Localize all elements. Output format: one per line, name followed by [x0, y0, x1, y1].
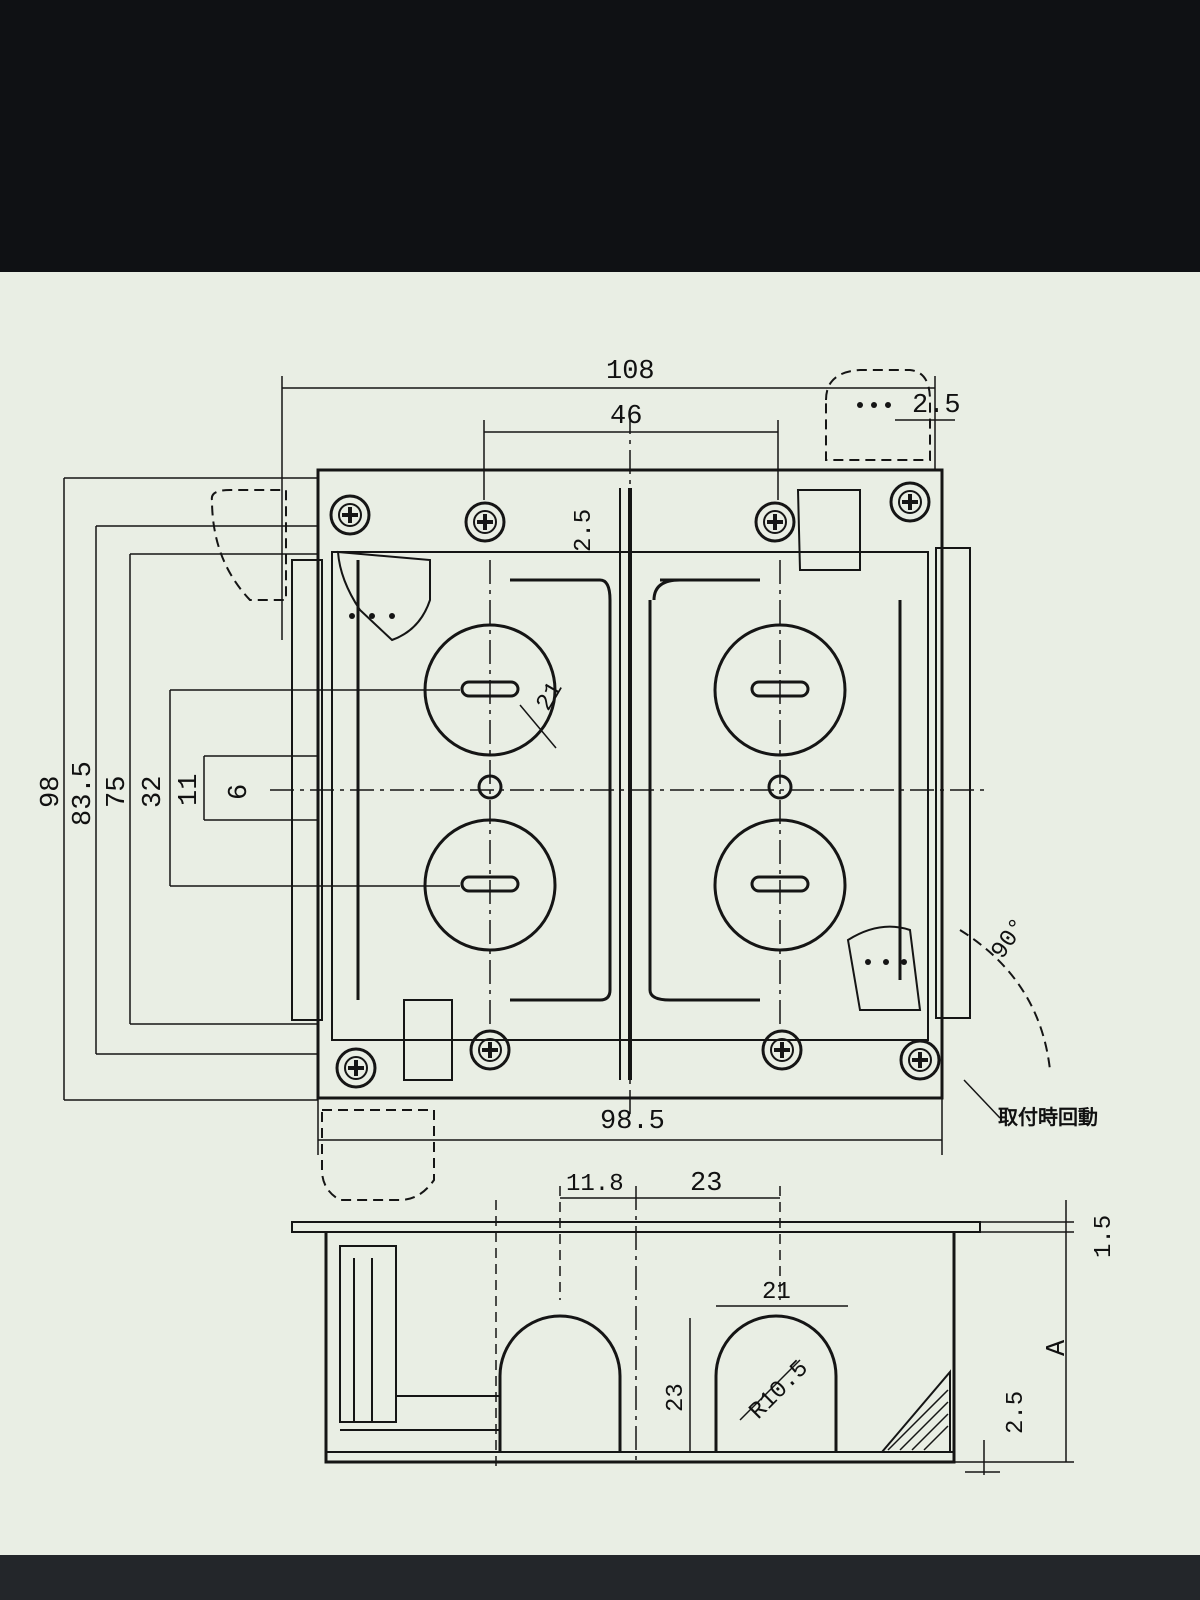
dim-knockout-height: 23 — [663, 1383, 690, 1412]
dim-width-bottom: 98.5 — [600, 1107, 665, 1137]
rotated-ear-left — [210, 489, 287, 601]
rotated-ear-bottom — [321, 1109, 435, 1201]
knockout-top-right — [713, 623, 847, 757]
right-cavity — [648, 578, 902, 1002]
dim-bottom: 2.5 — [1003, 1391, 1030, 1434]
ear-top-right-bracket — [796, 489, 861, 571]
side-view — [291, 1221, 981, 1464]
dim-height-3: 75 — [103, 776, 133, 808]
left-cavity — [356, 560, 612, 1002]
dim-screw-pitch: 46 — [610, 402, 642, 432]
top-view — [210, 369, 1051, 1201]
side-knockout-right — [714, 1314, 838, 1452]
ear-dots — [349, 402, 907, 965]
side-left-bracket — [339, 1245, 397, 1423]
note-rotate-when-mounting: 取付時回動 — [998, 1105, 1098, 1129]
rotation-arc — [959, 929, 1051, 1071]
dim-ear-thickness: 2.5 — [571, 509, 598, 552]
paper-bottom-edge — [0, 1555, 1200, 1600]
dim-offset-top-right: 2.5 — [912, 391, 961, 421]
side-corner-hatch — [879, 1369, 951, 1453]
dim-height-overall: 98 — [37, 776, 67, 808]
dim-height-4: 32 — [139, 776, 169, 808]
dimension-lines-side — [495, 1186, 1074, 1475]
side-knockout-left — [498, 1314, 622, 1452]
dim-knockout-width: 21 — [762, 1279, 791, 1306]
ear-bottom-right — [846, 925, 922, 1011]
dimension-lines-top — [63, 376, 1001, 1155]
dim-width-overall: 108 — [606, 357, 655, 387]
dim-height-2: 83.5 — [69, 761, 99, 826]
side-body — [324, 1232, 956, 1464]
right-rail — [935, 547, 971, 1019]
ear-bottom-left-bracket — [403, 999, 453, 1081]
ear-top-left — [336, 550, 431, 642]
dim-height-5: 11 — [175, 774, 205, 806]
rotated-ear-top — [825, 369, 931, 461]
dim-depth: A — [1043, 1339, 1073, 1356]
paper-area — [0, 272, 1200, 1572]
dim-flange: 1.5 — [1091, 1215, 1118, 1258]
dim-offset-a: 11.8 — [566, 1171, 624, 1198]
dim-pitch: 23 — [690, 1169, 722, 1199]
dim-slot-6: 6 — [225, 784, 255, 800]
